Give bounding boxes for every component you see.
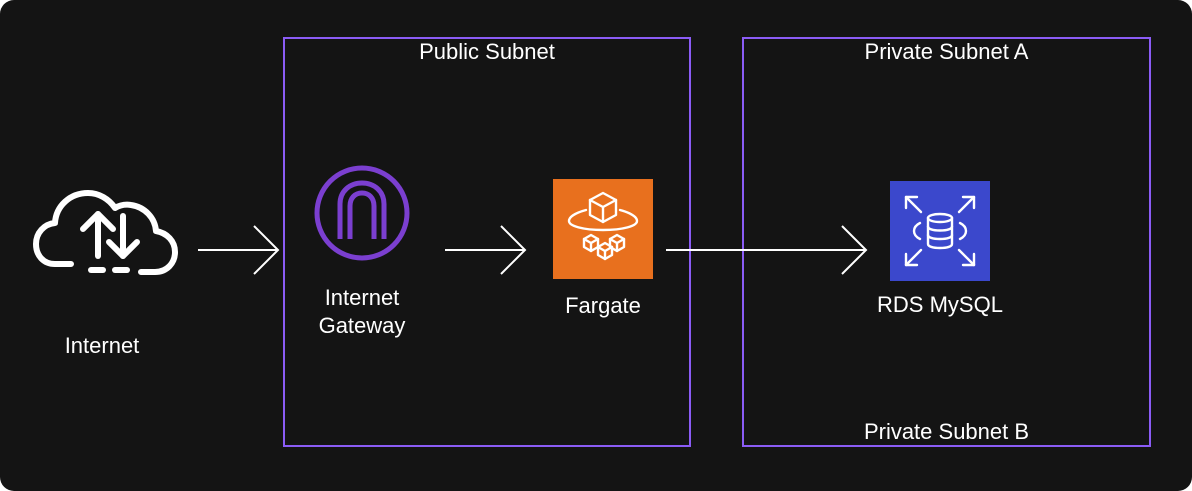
rds-label: RDS MySQL [877,292,1003,317]
internet-gateway-icon [314,165,410,261]
fargate-label: Fargate [565,293,641,318]
arrow-internet-to-gateway [198,225,280,275]
gateway-label-line1: Internet [324,285,400,310]
rds-icon [890,181,990,281]
fargate-icon [553,179,653,279]
gateway-label-line2: Gateway [318,313,406,338]
private-subnet-a-label: Private Subnet A [864,39,1029,64]
cloud-upload-download-icon [33,190,178,275]
private-subnet-box [742,37,1151,447]
internet-label: Internet [64,333,140,358]
arrow-gateway-to-fargate [445,225,527,275]
public-subnet-box [283,37,691,447]
arrow-fargate-to-rds [666,225,868,275]
private-subnet-b-label: Private Subnet B [863,419,1030,444]
public-subnet-label: Public Subnet [419,39,555,64]
